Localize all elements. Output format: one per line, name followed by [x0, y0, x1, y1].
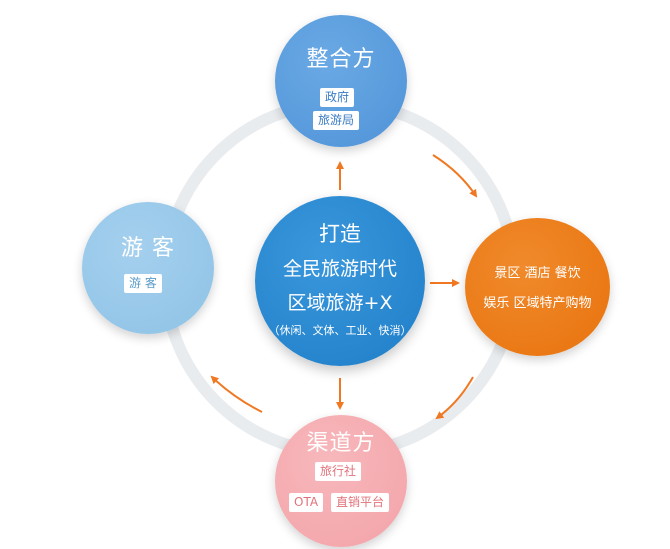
node-integrator-title: 整合方	[306, 47, 376, 72]
node-channels: 渠道方 旅行社 OTA 直销平台	[275, 415, 407, 547]
tag-tourism-bureau: 旅游局	[313, 111, 360, 130]
node-tourist-title: 游 客	[121, 236, 175, 261]
node-channels-title: 渠道方	[306, 431, 376, 456]
node-center: 打造 全民旅游时代 区域旅游+X （休闲、文体、工业、快消）	[255, 196, 425, 366]
arc-arrow-right-bottom	[435, 376, 474, 420]
center-line-1: 打造	[319, 222, 361, 246]
tag-travel-agency: 旅行社	[315, 462, 362, 481]
suppliers-line-2: 娱乐 区域特产购物	[483, 296, 592, 311]
center-line-4: （休闲、文体、工业、快消）	[268, 324, 412, 337]
arc-arrow-top-right	[432, 154, 478, 198]
node-integrator: 整合方 政府 旅游局	[275, 15, 407, 147]
node-suppliers: 景区 酒店 餐饮 娱乐 区域特产购物	[465, 218, 610, 356]
tag-tourist: 游 客	[124, 274, 162, 293]
node-tourist: 游 客 游 客	[82, 202, 214, 334]
tag-direct-sales: 直销平台	[331, 493, 390, 512]
center-line-3: 区域旅游+X	[287, 292, 393, 314]
tag-government: 政府	[320, 88, 355, 107]
suppliers-line-1: 景区 酒店 餐饮	[494, 266, 581, 281]
tag-ota: OTA	[289, 493, 324, 512]
arc-arrow-bottom-left	[210, 375, 263, 413]
center-line-2: 全民旅游时代	[282, 258, 397, 280]
